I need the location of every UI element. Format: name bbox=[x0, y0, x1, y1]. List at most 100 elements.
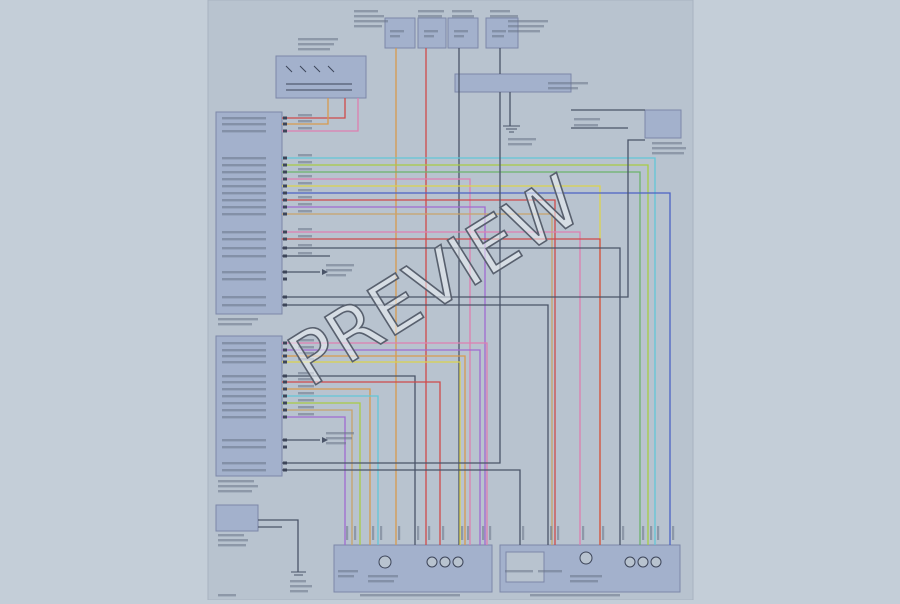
motor-caption bbox=[570, 575, 602, 578]
fuse-caption bbox=[354, 15, 384, 18]
wire-code-label bbox=[298, 168, 312, 171]
wire-passenger-5 bbox=[282, 381, 441, 545]
signal-caption bbox=[326, 274, 346, 277]
wire-bus-8 bbox=[282, 213, 553, 545]
wire-code-label-vertical bbox=[582, 526, 585, 540]
ground-caption bbox=[290, 580, 306, 583]
driver-pin-label bbox=[222, 231, 266, 234]
wire-code-label bbox=[298, 385, 314, 388]
driver-pin bbox=[283, 212, 287, 216]
memory-switch-caption bbox=[298, 38, 338, 41]
wire-passenger-long-2 bbox=[282, 469, 521, 545]
driver-pin bbox=[283, 129, 287, 133]
driver-pin-label bbox=[222, 238, 266, 241]
wire-code-label-vertical bbox=[346, 526, 349, 540]
footer-caption bbox=[218, 594, 236, 597]
passenger-pin bbox=[283, 374, 287, 378]
passenger-pin bbox=[283, 387, 287, 391]
passenger-pin-label bbox=[222, 381, 266, 384]
wire-heater-ground bbox=[258, 519, 299, 572]
wire-passenger-3 bbox=[282, 361, 461, 545]
driver-pin-label bbox=[222, 247, 266, 250]
module-caption bbox=[218, 539, 248, 542]
wire-code-label-vertical bbox=[482, 526, 485, 540]
wire-code-label-vertical bbox=[398, 526, 401, 540]
passenger-pin bbox=[283, 394, 287, 398]
driver-pin-label bbox=[222, 199, 266, 202]
wire-code-label-vertical bbox=[372, 526, 375, 540]
passenger-pin-label bbox=[222, 469, 266, 472]
wire-code-label bbox=[298, 392, 314, 395]
wire-code-label bbox=[298, 182, 312, 185]
fuse-caption bbox=[490, 10, 510, 13]
driver-pin-label bbox=[222, 271, 266, 274]
motor-caption bbox=[505, 570, 533, 573]
driver-pin-label bbox=[222, 304, 266, 307]
memory-switch-caption bbox=[298, 48, 330, 51]
passenger-pin bbox=[283, 348, 287, 352]
module-caption bbox=[218, 534, 244, 537]
passenger-pin bbox=[283, 408, 287, 412]
wire-lamp-return bbox=[282, 139, 645, 298]
passenger-pin bbox=[283, 415, 287, 419]
wire-code-label bbox=[298, 399, 314, 402]
driver-pin bbox=[283, 246, 287, 250]
passenger-pin-label bbox=[222, 361, 266, 364]
fuse-rating bbox=[390, 35, 400, 38]
wire-code-label-vertical bbox=[354, 526, 357, 540]
driver-pin bbox=[283, 254, 287, 258]
driver-pin bbox=[283, 156, 287, 160]
wire-bus-6 bbox=[282, 199, 556, 545]
illegible-labels bbox=[218, 10, 686, 597]
passenger-pin-label bbox=[222, 416, 266, 419]
fuse-caption bbox=[452, 15, 474, 18]
ground-caption bbox=[508, 138, 536, 141]
wire-code-label bbox=[298, 252, 312, 255]
driver-pin bbox=[283, 163, 287, 167]
wire-passenger-10 bbox=[282, 416, 346, 545]
wire-code-label bbox=[298, 189, 312, 192]
driver-pin-label bbox=[222, 213, 266, 216]
driver-pin-label bbox=[222, 185, 266, 188]
motor-caption bbox=[570, 580, 598, 583]
wire-code-label-vertical bbox=[461, 526, 464, 540]
wire-code-label bbox=[298, 339, 314, 342]
wire-code-label bbox=[298, 352, 314, 355]
fuse-box-4 bbox=[485, 17, 519, 49]
wire-code-label bbox=[298, 244, 312, 247]
motor-caption bbox=[368, 580, 394, 583]
wire-code-label bbox=[298, 196, 312, 199]
signal-caption bbox=[326, 442, 346, 445]
wire-code-label bbox=[298, 228, 312, 231]
wire-code-label bbox=[298, 413, 314, 416]
motor-caption bbox=[538, 570, 562, 573]
wire-code-label-vertical bbox=[622, 526, 625, 540]
wire-code-label bbox=[298, 161, 312, 164]
ground-caption bbox=[290, 585, 312, 588]
fuse-rating bbox=[492, 30, 506, 33]
wire-bus-3 bbox=[282, 178, 471, 545]
wire-bus-red-2 bbox=[282, 238, 601, 545]
wire-bus-1 bbox=[282, 164, 649, 545]
wire-code-label bbox=[298, 127, 312, 130]
signal-caption bbox=[326, 432, 354, 435]
wire-lamp-return-2 bbox=[282, 304, 549, 545]
passenger-pin bbox=[283, 401, 287, 405]
fuse-caption bbox=[490, 15, 518, 18]
module-caption bbox=[218, 323, 252, 326]
right-motor-inner-box bbox=[505, 551, 545, 583]
wire-code-label bbox=[298, 210, 312, 213]
driver-pin-label bbox=[222, 206, 266, 209]
wire-code-label bbox=[298, 203, 312, 206]
driver-pin bbox=[283, 270, 287, 274]
footer-caption bbox=[360, 594, 460, 597]
wire-passenger-long bbox=[282, 92, 501, 464]
wire-bus-2 bbox=[282, 171, 641, 545]
fuse-rating bbox=[454, 30, 468, 33]
fuse-caption bbox=[418, 15, 442, 18]
wire-code-label bbox=[298, 235, 312, 238]
wire-code-label-vertical bbox=[672, 526, 675, 540]
module-caption bbox=[218, 544, 246, 547]
motor-caption bbox=[338, 570, 358, 573]
